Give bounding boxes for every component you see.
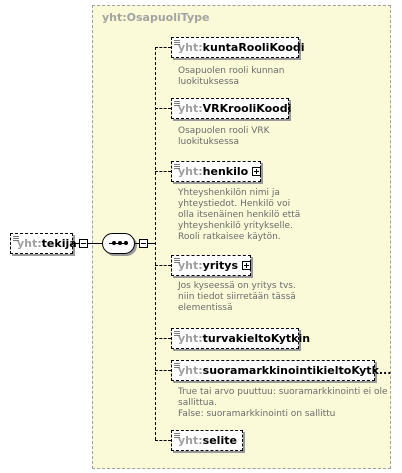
branch-line — [155, 440, 171, 441]
element-documentation: Osapuolen rooli kunnan luokituksessa — [178, 66, 285, 87]
element-name: suoramarkkinointikieltoKytk... — [202, 364, 392, 377]
element-documentation: Jos kyseessä on yritys tvs. niin tiedot … — [178, 281, 296, 313]
branch-line — [155, 171, 171, 172]
expand-icon[interactable] — [242, 260, 252, 270]
element-name: turvakieltoKytkin — [202, 332, 311, 345]
element-glyph-icon — [172, 329, 182, 339]
element-prefix: yht: — [178, 434, 203, 447]
element-prefix: yht: — [178, 102, 203, 115]
element-glyph-icon — [11, 234, 21, 244]
element-kuntaRooliKoodi[interactable]: yht:kuntaRooliKoodi — [171, 37, 305, 58]
collapse-toggle-icon[interactable] — [79, 239, 88, 248]
element-glyph-icon — [172, 361, 182, 371]
sequence-trunk-join — [148, 243, 156, 244]
element-VRKrooliKoodi[interactable]: yht:VRKrooliKoodi — [171, 98, 292, 119]
element-prefix: yht: — [178, 364, 203, 377]
element-glyph-icon — [172, 38, 182, 48]
root-prefix: yht: — [17, 237, 42, 250]
element-glyph-icon — [172, 431, 182, 441]
sequence-compositor-icon[interactable] — [102, 233, 135, 254]
element-suoramarkkinointikieltoKytkin[interactable]: yht:suoramarkkinointikieltoKytk... — [171, 360, 391, 381]
element-turvakieltoKytkin[interactable]: yht:turvakieltoKytkin — [171, 328, 310, 349]
complex-type-box — [92, 5, 391, 469]
branch-line — [155, 47, 171, 48]
element-prefix: yht: — [178, 332, 203, 345]
element-name: henkilo — [202, 165, 249, 178]
element-name: VRKrooliKoodi — [202, 102, 292, 115]
branch-line — [155, 370, 171, 371]
element-glyph-icon — [172, 256, 182, 266]
branch-line — [155, 338, 171, 339]
element-glyph-icon — [172, 99, 182, 109]
branch-line — [155, 108, 171, 109]
element-henkilo[interactable]: yht:henkilo — [171, 161, 262, 182]
element-prefix: yht: — [178, 41, 203, 54]
sequence-collapse-toggle-icon[interactable] — [139, 239, 148, 248]
branch-line — [155, 265, 171, 266]
element-name: kuntaRooliKoodi — [202, 41, 305, 54]
root-element-tekija[interactable]: yht:tekija — [10, 233, 77, 254]
complex-type-title: yht:OsapuoliType — [102, 11, 210, 24]
element-documentation: Osapuolen rooli VRK luokituksessa — [178, 126, 270, 147]
element-selite[interactable]: yht:selite — [171, 430, 243, 451]
element-name: yritys — [202, 259, 239, 272]
expand-icon[interactable] — [252, 166, 262, 176]
element-prefix: yht: — [178, 165, 203, 178]
root-to-sequence-line — [88, 243, 102, 244]
element-prefix: yht: — [178, 259, 203, 272]
element-glyph-icon — [172, 162, 182, 172]
element-documentation: True tai arvo puuttuu: suoramarkkinointi… — [178, 387, 388, 419]
element-documentation: Yhteyshenkilön nimi ja yhteystiedot. Hen… — [178, 188, 301, 242]
element-yritys[interactable]: yht:yritys — [171, 255, 252, 276]
element-name: selite — [202, 434, 237, 447]
root-name: tekija — [41, 237, 77, 250]
